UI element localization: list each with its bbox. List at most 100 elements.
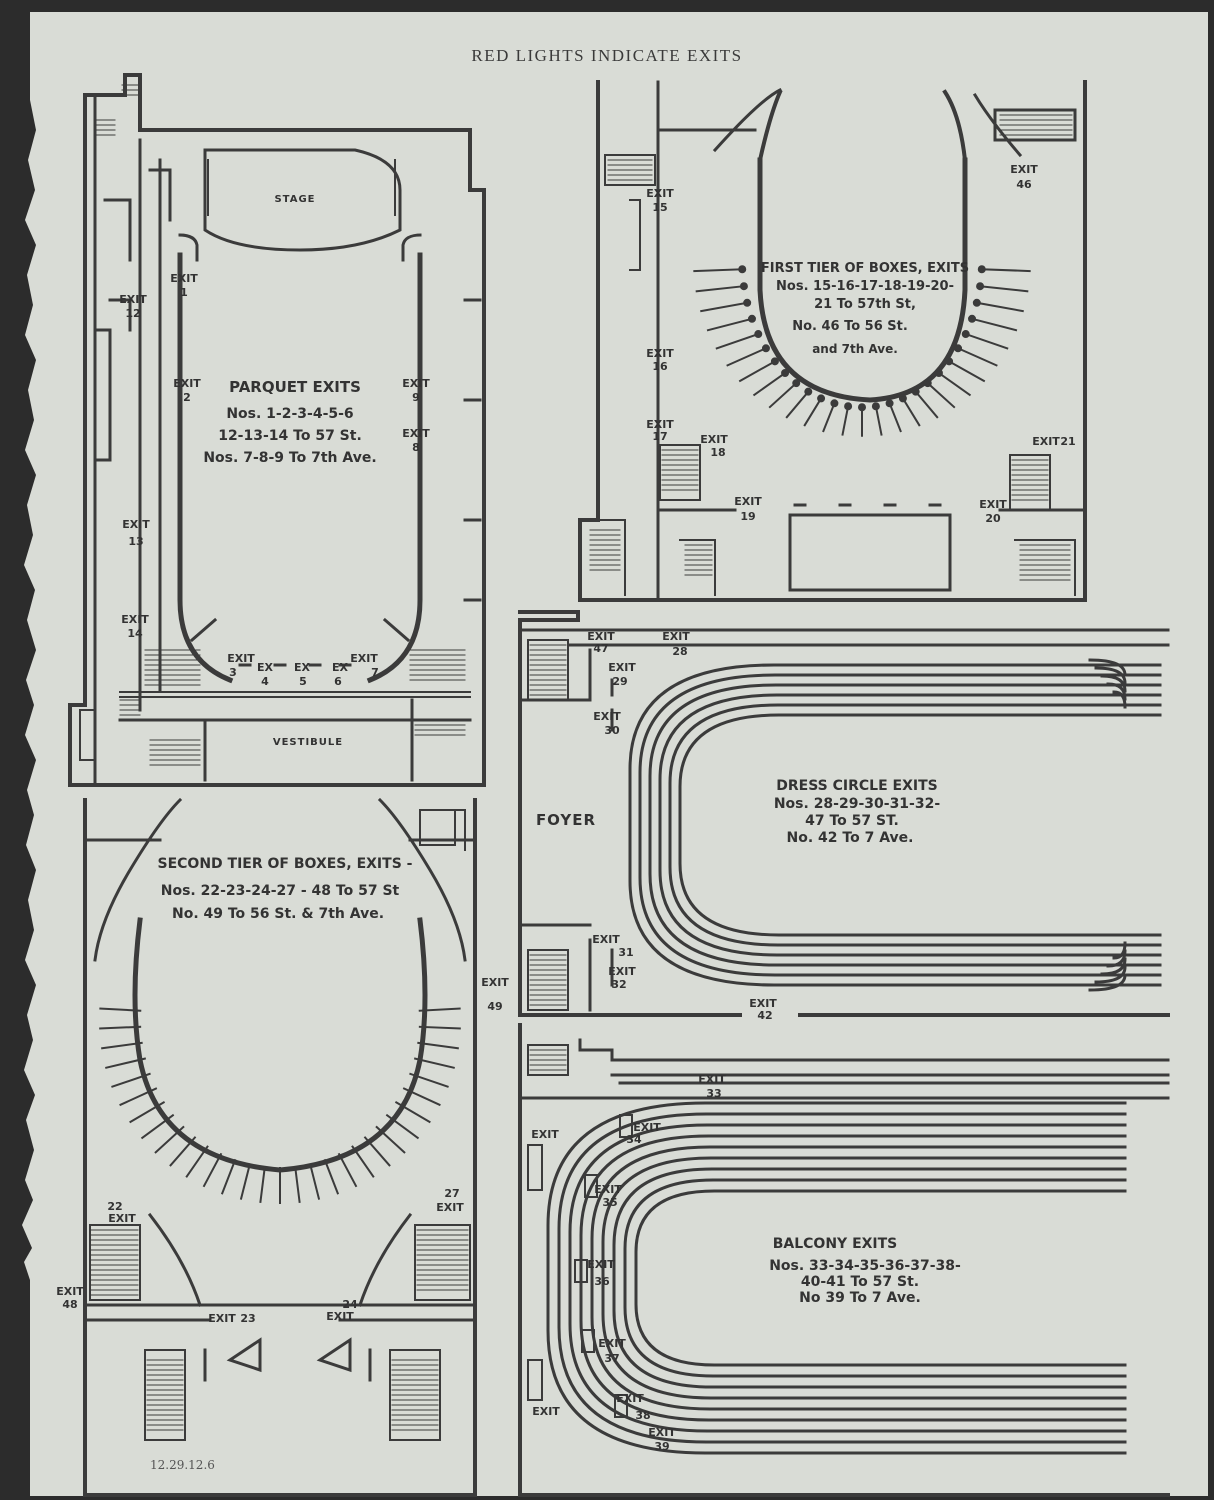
balcony-row <box>546 1101 1127 1455</box>
exit-32-number: 32 <box>611 978 626 991</box>
balcony-line-1: Nos. 33-34-35-36-37-38- <box>769 1258 961 1274</box>
box-partition-dot <box>844 402 853 411</box>
exit-47-label: EXIT <box>587 630 615 643</box>
box-partition <box>926 381 956 409</box>
parquet-exits-line-3: Nos. 7-8-9 To 7th Ave. <box>203 450 376 466</box>
balcony-title: BALCONY EXITS <box>773 1236 898 1252</box>
exit-20-label: EXIT <box>979 498 1007 511</box>
exit-12-label: EXIT <box>119 293 147 306</box>
exit-6-label: EX <box>332 661 349 674</box>
first-tier-line-4: and 7th Ave. <box>812 342 898 356</box>
exit-22-label: EXIT <box>108 1212 136 1225</box>
first-tier-line-3: No. 46 To 56 St. <box>792 319 908 334</box>
box-partition <box>394 1101 431 1124</box>
box-partition <box>119 1087 158 1107</box>
dress-circle-line-2: 47 To 57 ST. <box>805 813 899 829</box>
exit-1-label: EXIT <box>170 272 198 285</box>
box-partition-dot <box>961 330 970 339</box>
exit-42-number: 42 <box>757 1009 772 1022</box>
parquet-exits-line-2: 12-13-14 To 57 St. <box>218 428 362 444</box>
box-partition-dot <box>761 344 770 353</box>
first-tier-exit-labels: EXIT 15 EXIT 16 EXIT 17 EXIT 18 EXIT 19 … <box>646 163 1075 525</box>
exit-14-number: 14 <box>127 627 143 640</box>
dress-circle-row <box>658 693 1162 957</box>
exit-left-upper-label: EXIT <box>531 1128 559 1141</box>
exit-15-label: EXIT <box>646 187 674 200</box>
box-partition <box>888 402 902 433</box>
exit-48-label: EXIT <box>56 1285 84 1298</box>
balcony-row <box>557 1112 1127 1444</box>
box-partition <box>785 390 810 419</box>
balcony-plan <box>518 1023 1170 1497</box>
parquet-exits-title: PARQUET EXITS <box>229 378 361 396</box>
exit-13-number: 13 <box>128 535 143 548</box>
box-partition <box>239 1163 251 1200</box>
box-partition-dot <box>911 387 920 396</box>
exit-30-number: 30 <box>604 724 620 737</box>
dress-circle-row <box>678 713 1162 937</box>
dress-circle-row-end <box>1112 690 1127 709</box>
box-partition <box>975 301 1024 313</box>
box-partition <box>726 346 768 367</box>
box-partition-dot <box>954 344 963 353</box>
exit-24-label: EXIT <box>326 1310 354 1323</box>
box-partition <box>323 1158 340 1195</box>
exit-22-number: 22 <box>107 1200 122 1213</box>
balcony-row <box>612 1167 1127 1389</box>
exit-29-number: 29 <box>612 675 627 688</box>
dress-circle-line-3: No. 42 To 7 Ave. <box>787 830 914 846</box>
page-heading: RED LIGHTS INDICATE EXITS <box>471 46 743 65</box>
room-stage: STAGE <box>274 194 315 205</box>
balcony-row <box>634 1189 1127 1367</box>
box-partition <box>337 1152 358 1188</box>
exit-37-number: 37 <box>604 1352 619 1365</box>
dress-circle-row <box>648 683 1162 967</box>
dress-circle-row-end <box>1106 682 1127 701</box>
exit-36-number: 36 <box>594 1275 610 1288</box>
exit-20-number: 20 <box>985 512 1001 525</box>
balcony-line-3: No 39 To 7 Ave. <box>799 1290 921 1306</box>
box-partition <box>129 1101 166 1124</box>
exit-24-number: 24 <box>342 1298 358 1311</box>
box-partition <box>417 1041 459 1050</box>
balcony-box <box>574 1259 588 1283</box>
foyer-label: FOYER <box>536 811 596 829</box>
box-partition <box>693 268 744 273</box>
dress-circle-row-end <box>1088 658 1127 677</box>
exit-39-label: EXIT <box>648 1426 676 1439</box>
exit-33-label: EXIT <box>698 1073 726 1086</box>
exit-4-label: EX <box>257 661 274 674</box>
exit-6-number: 6 <box>334 675 342 688</box>
box-partition <box>402 1087 441 1107</box>
box-partition <box>970 317 1018 332</box>
box-partition-dot <box>792 379 801 388</box>
exit-21-label: EXIT <box>1032 435 1060 448</box>
box-partition <box>140 1113 175 1140</box>
exit-31-number: 31 <box>618 946 633 959</box>
box-partition <box>220 1158 237 1195</box>
box-partition <box>914 390 939 419</box>
box-partition <box>956 346 998 367</box>
dress-circle-row <box>628 663 1162 987</box>
box-partition-dot <box>977 265 986 274</box>
exit-5-number: 5 <box>299 675 307 688</box>
exit-13-label: EXIT <box>122 518 150 531</box>
exit-48-number: 48 <box>62 1298 77 1311</box>
dress-circle-row-end <box>1100 674 1127 693</box>
exit-28-label: EXIT <box>662 630 690 643</box>
box-partition <box>363 1136 391 1167</box>
exit-17-label: EXIT <box>646 418 674 431</box>
exit-31-label: EXIT <box>592 933 620 946</box>
dress-circle-title: DRESS CIRCLE EXITS <box>776 778 937 794</box>
floor-plans <box>68 73 1170 1497</box>
handwritten-note: 12.29.12.6 <box>150 1458 215 1472</box>
box-partition <box>768 381 798 409</box>
box-partition <box>169 1136 197 1167</box>
box-partition-dot <box>781 369 790 378</box>
box-partition-dot <box>739 282 748 291</box>
plan-labels: STAGE VESTIBULE PARQUET EXITS Nos. 1-2-3… <box>56 163 1075 1453</box>
box-partition <box>700 301 749 313</box>
exit-34-number: 34 <box>626 1133 642 1146</box>
exit-18-number: 18 <box>710 446 725 459</box>
balcony-box <box>584 1174 598 1198</box>
